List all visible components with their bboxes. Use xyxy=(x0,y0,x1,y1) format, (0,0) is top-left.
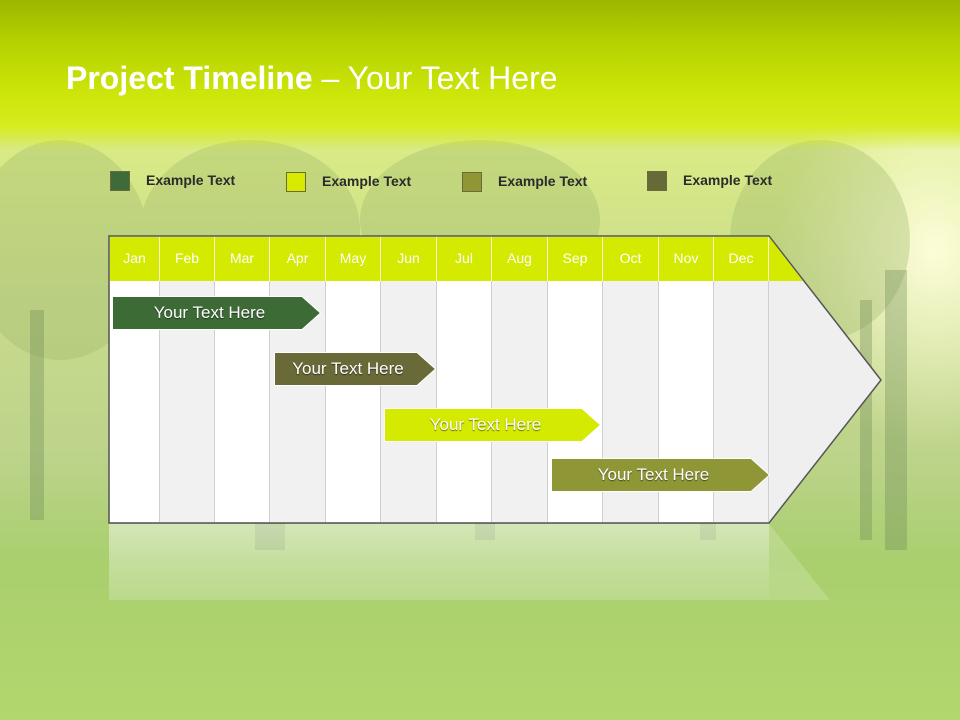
timeline-header-bar xyxy=(110,237,803,281)
month-label: Dec xyxy=(728,250,754,266)
month-label: Mar xyxy=(229,250,255,266)
task-bar-arrow xyxy=(384,408,602,442)
task-bar-arrow xyxy=(274,352,437,386)
timeline-reflection xyxy=(109,524,830,600)
legend-swatch xyxy=(110,171,130,191)
legend-swatch xyxy=(647,171,667,191)
page-title: Project Timeline – Your Text Here xyxy=(66,60,558,97)
task-bar[interactable]: Your Text Here xyxy=(384,408,602,442)
legend-label: Example Text xyxy=(146,172,236,188)
month-column xyxy=(381,281,437,522)
legend-swatch xyxy=(286,172,306,192)
title-band xyxy=(0,0,960,150)
timeline-reflection-fade xyxy=(109,524,769,604)
month-column xyxy=(326,281,381,522)
legend-label: Example Text xyxy=(322,173,412,189)
task-bar[interactable]: Your Text Here xyxy=(551,458,771,492)
legend-label: Example Text xyxy=(683,172,773,188)
task-bar[interactable]: Your Text Here xyxy=(274,352,437,386)
month-label: Jan xyxy=(123,250,146,266)
task-bar-label: Your Text Here xyxy=(292,359,404,378)
month-column xyxy=(437,281,492,522)
month-column xyxy=(492,281,548,522)
month-label: Feb xyxy=(174,250,200,266)
task-bar-arrow xyxy=(551,458,771,492)
month-label: Oct xyxy=(619,250,642,266)
month-label: Jul xyxy=(455,250,473,266)
month-label: Apr xyxy=(286,250,309,266)
month-label: Jun xyxy=(397,250,420,266)
task-bar[interactable]: Your Text Here xyxy=(112,296,322,330)
legend-swatch xyxy=(462,172,482,192)
month-label: May xyxy=(339,250,367,266)
task-bar-label: Your Text Here xyxy=(153,303,266,322)
month-label: Sep xyxy=(562,250,588,266)
title-bold: Project Timeline xyxy=(66,60,313,96)
task-bar-label: Your Text Here xyxy=(429,415,542,434)
task-bar-label: Your Text Here xyxy=(597,465,710,484)
task-bar-arrow xyxy=(112,296,322,330)
title-subtitle: – Your Text Here xyxy=(312,60,558,96)
legend-label: Example Text xyxy=(498,173,588,189)
month-label: Nov xyxy=(673,250,699,266)
month-label: Aug xyxy=(507,250,532,266)
